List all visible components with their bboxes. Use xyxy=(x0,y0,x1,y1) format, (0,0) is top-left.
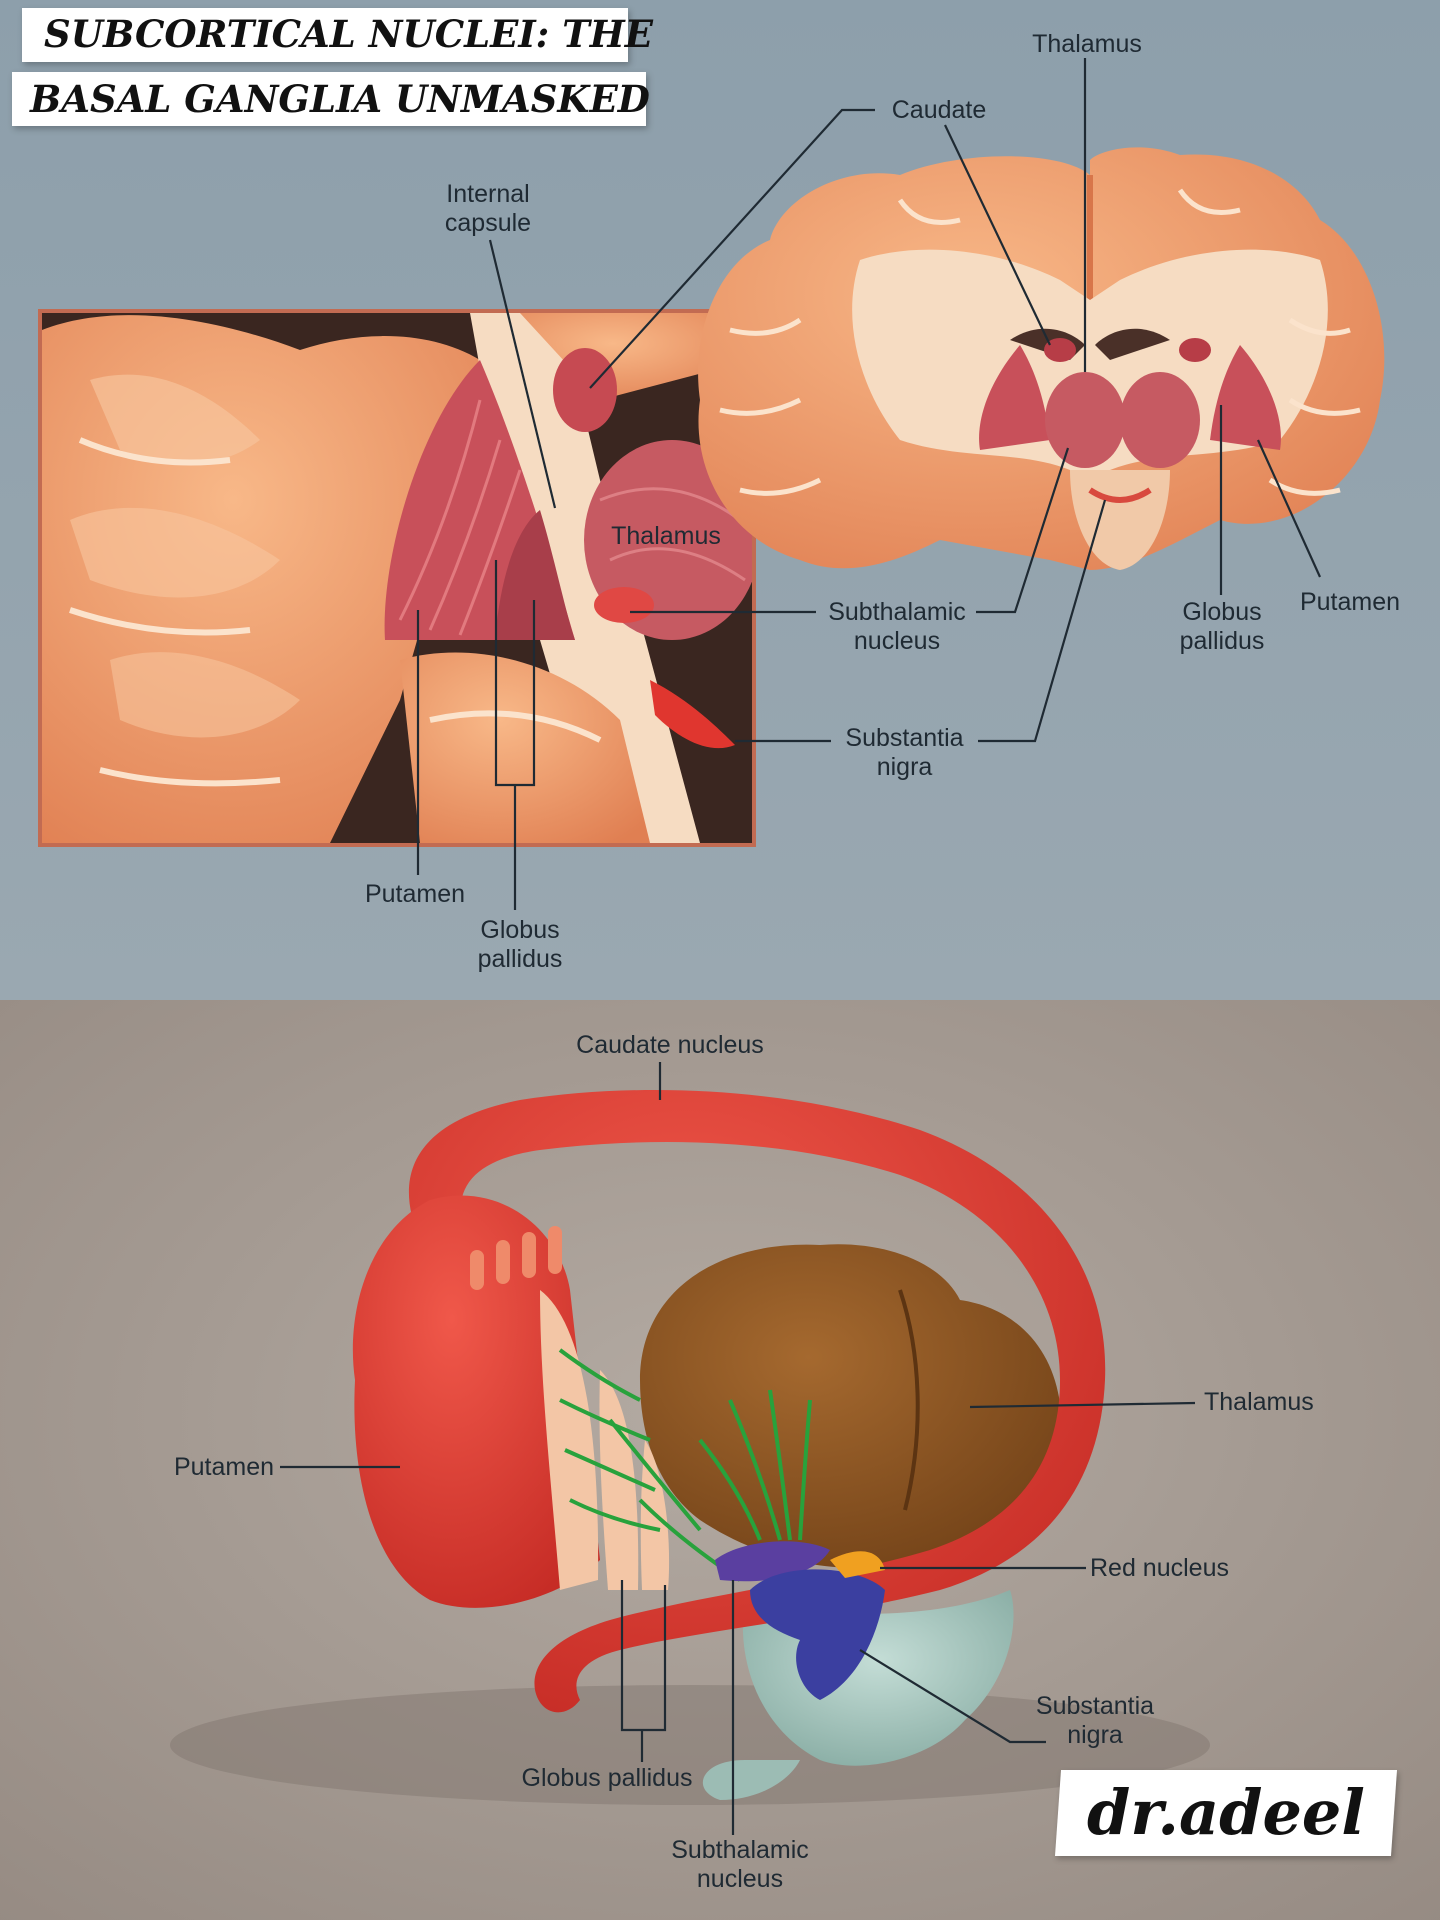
label-substantia-nigra-line1: Substantia xyxy=(845,724,964,752)
label-subthalamic-nucleus-model-line1: Subthalamic xyxy=(671,1836,809,1864)
label-subthalamic-nucleus-line2: nucleus xyxy=(853,627,941,655)
label-subthalamic-nucleus-model-line2: nucleus xyxy=(696,1865,784,1893)
leader-putamen-coronal xyxy=(1256,439,1322,578)
label-subthalamic-nucleus-line1: Subthalamic xyxy=(828,598,966,626)
model-caudate-nucleus xyxy=(408,1090,1106,1713)
title-box-line2 xyxy=(12,72,646,126)
label-globus-pallidus-inset-line2: pallidus xyxy=(477,945,563,973)
label-putamen-coronal: Putamen xyxy=(1299,588,1401,616)
leader-thalamus xyxy=(969,1401,1196,1409)
label-caudate-nucleus: Caudate nucleus xyxy=(576,1031,764,1059)
inset-subthalamic-shape xyxy=(594,587,654,623)
label-substantia-nigra: Substantia nigra xyxy=(832,724,977,782)
label-putamen: Putamen xyxy=(173,1453,274,1481)
title-box-line1 xyxy=(22,8,628,62)
label-red-nucleus: Red nucleus xyxy=(1090,1554,1229,1582)
label-internal-capsule-line1: Internal xyxy=(446,180,530,208)
model-red-nucleus xyxy=(830,1551,885,1578)
leader-lines xyxy=(280,58,1322,1835)
model-putamen xyxy=(352,1195,600,1608)
inset-caudate-shape xyxy=(553,348,617,432)
coronal-lentiform-right xyxy=(1210,345,1281,450)
coronal-section-illustration xyxy=(698,147,1385,570)
label-globus-pallidus: Globus pallidus xyxy=(521,1764,693,1792)
leader-substantia-nigra xyxy=(859,1649,1046,1744)
label-putamen-inset: Putamen xyxy=(364,880,466,908)
title-line2: BASAL GANGLIA UNMASKED xyxy=(30,77,650,121)
coronal-lentiform-left xyxy=(979,345,1050,450)
label-substantia-nigra-model: Substantia nigra xyxy=(1020,1692,1170,1750)
leader-globus-pallidus xyxy=(620,1580,667,1732)
label-subthalamic-nucleus-model: Subthalamic nucleus xyxy=(650,1836,830,1894)
label-globus-pallidus-coronal-line2: pallidus xyxy=(1179,627,1265,655)
label-subthalamic-nucleus: Subthalamic nucleus xyxy=(817,598,977,656)
watermark: dr.adeel xyxy=(1087,1776,1365,1849)
inset-section-illustration xyxy=(38,309,756,847)
title-line1: SUBCORTICAL NUCLEI: THE xyxy=(44,12,653,56)
model-substantia-nigra xyxy=(750,1569,885,1700)
label-substantia-nigra-model-line1: Substantia xyxy=(1035,1692,1155,1720)
label-internal-capsule-line2: capsule xyxy=(444,209,532,237)
inset-substantia-nigra-shape xyxy=(650,680,735,749)
inset-globus-pallidus-shape xyxy=(495,510,575,640)
label-thalamus: Thalamus xyxy=(1204,1388,1314,1416)
label-substantia-nigra-model-line2: nigra xyxy=(1067,1721,1123,1749)
label-internal-capsule: Internal capsule xyxy=(418,180,558,238)
model-globus-pallidus-slice-1 xyxy=(540,1290,599,1590)
label-globus-pallidus-coronal: Globus pallidus xyxy=(1160,598,1284,656)
leader-caudate-coronal xyxy=(944,124,1051,346)
label-globus-pallidus-inset: Globus pallidus xyxy=(455,916,585,974)
label-thalamus-coronal: Thalamus xyxy=(1032,30,1142,58)
coronal-thalamus-left xyxy=(1045,372,1125,468)
label-caudate: Caudate xyxy=(891,96,987,124)
label-globus-pallidus-coronal-line1: Globus xyxy=(1182,598,1262,626)
label-globus-pallidus-inset-line1: Globus xyxy=(480,916,560,944)
basal-ganglia-3d-model xyxy=(352,1090,1106,1800)
model-thalamus xyxy=(640,1244,1062,1568)
leader-internal-capsule xyxy=(488,239,557,509)
label-thalamus-inset: Thalamus xyxy=(611,522,721,550)
leader-subthalamic-coronal xyxy=(976,447,1070,614)
leader-caudate-inset xyxy=(589,108,875,389)
coronal-thalamus-right xyxy=(1120,372,1200,468)
leader-substantia-nigra-coronal xyxy=(978,499,1107,743)
label-substantia-nigra-line2: nigra xyxy=(876,753,933,781)
